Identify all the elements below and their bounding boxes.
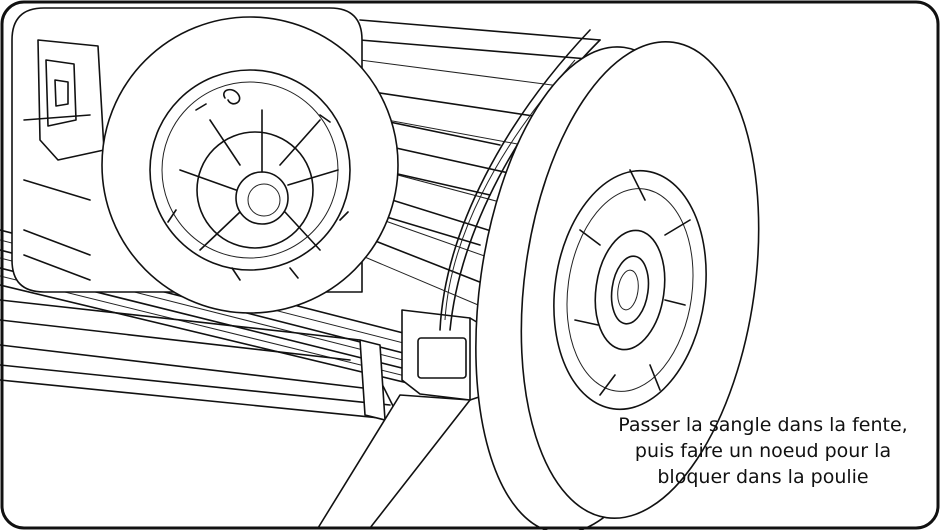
- detail-callout: [11, 7, 399, 314]
- instruction-caption: Passer la sangle dans la fente, puis fai…: [598, 412, 928, 490]
- instruction-line-3: bloquer dans la poulie: [657, 466, 869, 488]
- pulley-front-flange: [520, 40, 760, 520]
- rail: [0, 299, 401, 421]
- instruction-line-2: puis faire un noeud pour la: [634, 440, 892, 462]
- pulley-hub: [553, 169, 707, 411]
- instruction-line-1: Passer la sangle dans la fente,: [618, 414, 908, 436]
